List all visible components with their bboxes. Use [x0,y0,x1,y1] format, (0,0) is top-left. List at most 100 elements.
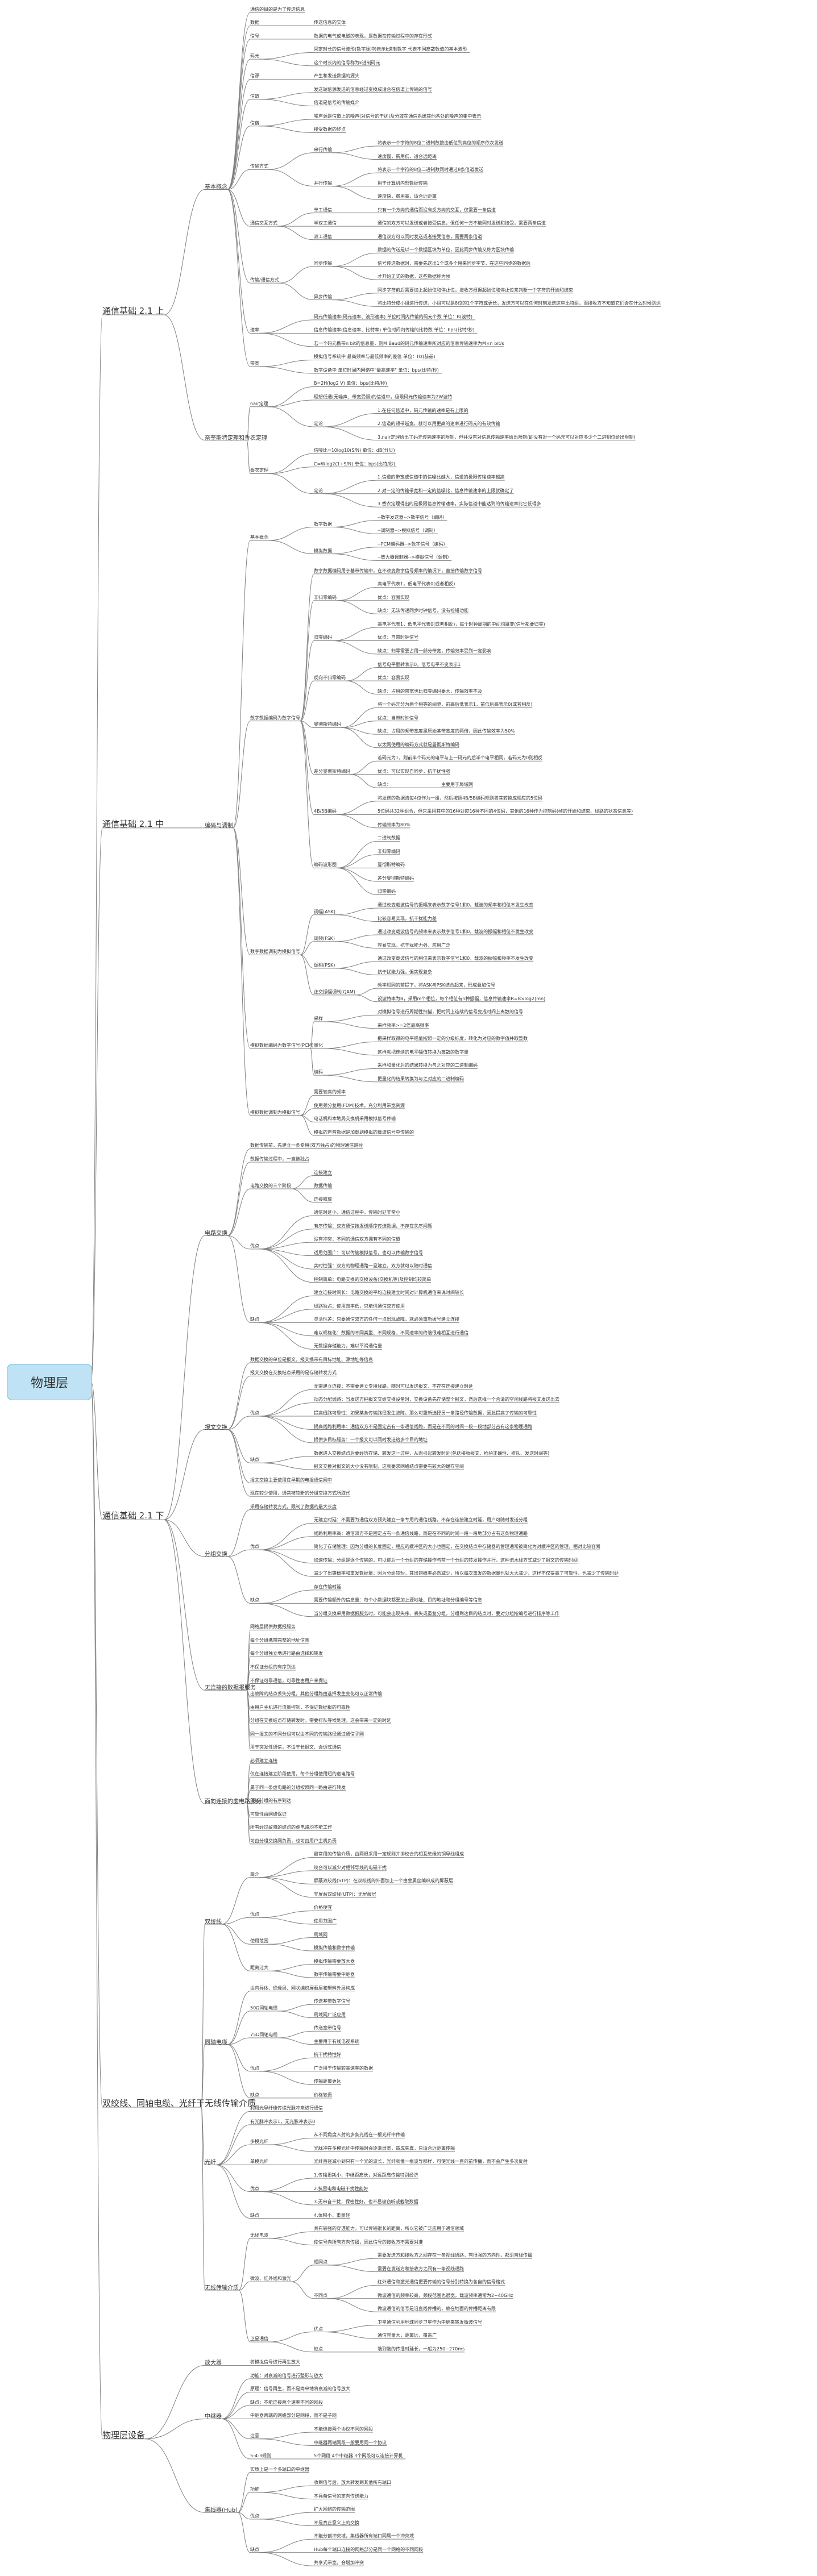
leaf-node: 提高线路利用率：通信双方不是固定占有一条通信线路，而是在不同的时间一段一段地部分… [314,1424,532,1429]
connector-line [355,994,378,1002]
leaf-node: 将发送的数据流每4位作为一组，然后按照4B/5B编码规则将其转换成相应的5位码 [378,795,543,801]
leaf-node: 数据传输前，先建立一条专用(双方独占)的物理通信路径 [250,1143,363,1148]
topic-node: 面向连接的虚电路服务 [205,1799,262,1805]
connector-line [221,1917,251,1925]
topic-node: 速率 [250,327,259,333]
connector-line [300,1095,314,1116]
connector-line [233,827,251,1116]
connector-line [268,1944,314,1951]
connector-line [268,1970,314,1978]
connector-line [90,314,103,1382]
leaf-node: 需要较高的频率 [314,1089,346,1095]
topic-node: nair定理 [250,401,268,406]
leaf-node: 3.香农定理得出的是极限信息传输速率，实际信道中能达到的传输速率比它低得多 [378,501,541,507]
leaf-node: 抗干扰特性好 [314,2052,341,2058]
topic-node: 编码 [314,1069,323,1075]
connector-line [259,1456,314,1463]
leaf-node: --数字发送器-->数字信号（编码） [378,514,447,520]
leaf-node: 2.信道的频带越宽，就可以用更高的速率进行码元的有效传输 [378,421,500,427]
connector-line [246,1670,251,1691]
leaf-node: 具有较强的穿透能力，可以传输很长的距离，所以它被广泛应用于通信领域 [314,2226,464,2232]
leaf-node: --调制器-->模拟信号（调制） [378,528,438,534]
leaf-node: 局域网 [314,1932,327,1937]
topic-node: 信源 [250,73,259,79]
topic-node: 双绞线 [205,1919,222,1925]
leaf-node: 同步字符前后需要加上起始位和停止位，接收方根据起始位和停止位来判断一个字符的开始… [378,287,573,293]
connector-line [259,1229,314,1250]
connector-line [221,1877,251,1925]
topic-node: 香农定理 [250,468,268,473]
leaf-node: 动态分配线路：当发送方把报文交给交换设备时，交换设备先存储整个报文，然后选择一个… [314,1397,559,1403]
branch-node: 双绞线、同轴电缆、光纤干无线传输介质 [102,2098,256,2108]
connector-line [336,840,378,868]
connector-line [215,2124,251,2165]
topic-node: 不同点 [314,2292,327,2298]
topic-node: 定论 [314,488,323,493]
connector-line [227,1375,251,1430]
connector-line [291,2265,314,2282]
leaf-node: 通过改变载波信号的频率来表示数字信号1和0，载波的振幅和相位不发生改变 [378,929,534,935]
topic-node: 50Ω同轴电缆 [250,2005,278,2011]
leaf-node: 数字数据编码用于基带传输中，在不改变数字信号频率的情况下，直接传输数字信号 [314,568,482,573]
connector-line [259,119,314,127]
connector-line [164,314,205,441]
leaf-node: 缺点：占用的频带宽度是原始基带宽度的两倍，因此传输效率为50% [378,729,515,734]
leaf-node: 差分曼彻斯特编码 [378,875,414,881]
connector-line [268,1937,314,1945]
connector-line [300,1115,314,1136]
leaf-node: 优点：自带时钟信号 [378,635,418,640]
connector-line [227,2044,251,2099]
connector-line [336,600,378,614]
connector-line [277,2011,314,2019]
leaf-node: 非归零编码 [378,848,400,854]
leaf-node: 高电平代表1，低电平代表0(或者相反)，每个时钟周期的中间均跳变(信号都要归零) [378,621,545,627]
leaf-node: 对模拟信号进行周期性扫描，把时间上连续的信号变成时间上离散的信号 [378,1009,523,1015]
topic-node: 放大器 [205,2360,222,2367]
connector-line [322,1041,378,1049]
connector-line [90,1381,103,2440]
leaf-node: 1.传输损耗小，中继距离长，对远距离传输特别经济 [314,2172,418,2178]
connector-line [310,1048,314,1076]
connector-line [277,226,314,240]
connector-line [227,1188,251,1236]
leaf-node: 将一个码元分为两个相等的间隔，前高后低表示1，前低后高表示0(或者相反) [378,702,533,708]
connector-line [259,2538,314,2553]
connector-line [268,399,314,407]
connector-line [268,152,314,170]
connector-line [259,1857,314,1878]
leaf-node: 不保证可靠通信，可靠性由用户来保证 [250,1678,327,1683]
leaf-node: 原理：信号再生，而不是简单地将衰减的信号放大 [250,2386,350,2392]
connector-line [335,914,378,922]
topic-node: 传输/通信方式 [250,277,279,283]
leaf-node: 用于突发性通信，不适于长报文、会话式通信 [250,1745,341,1750]
leaf-node: 优点：自带时钟信号 [378,715,418,721]
connector-line [246,440,251,474]
branch-node: 通信基础 2.1 上 [102,306,164,317]
topic-node: 无线传输介质 [205,2285,239,2291]
connector-line [227,1549,251,1557]
topic-node: 串行传输 [314,147,332,152]
leaf-node: 当分组交换采用数据报服务时，可能会出现失序、丢失或重复分组，分组到达目的结点时，… [314,1610,559,1616]
connector-line [259,1910,314,1918]
leaf-node: 灵活性差：只要通信双方的任何一点出现故障，就必须重新拨号建立连接 [314,1317,459,1322]
connector-line [246,1683,251,1691]
topic-node: 卫星通信 [250,2336,268,2342]
connector-line [259,1322,314,1337]
leaf-node: 频率相同的前提下，将ASK与PSK结合起来，形成叠加信号 [378,983,495,988]
connector-line [227,126,251,190]
leaf-node: 所有经过故障的结点的虚电路均不能工作 [250,1825,332,1830]
leaf-node: 发送端信源发送的信息经过变换成适合在信道上传输的信号 [314,86,432,92]
connector-line [291,1188,314,1203]
root-label: 物理层 [30,1376,68,1391]
leaf-node: 传送基带数字信号 [314,1999,350,2004]
connector-line [221,2405,251,2419]
topic-node: 使用范围 [250,1938,268,1944]
topic-node: 分组交换 [205,1551,227,1558]
connector-line [336,814,378,829]
leaf-node: 有光脉冲表示1，无光脉冲表示0 [250,2119,316,2124]
connector-line [336,854,378,868]
connector-line [259,52,314,60]
leaf-node: 实时性强：双方的物理通路一旦建立，双方就可以随时通信 [314,1263,432,1269]
connector-line [259,1295,314,1323]
topic-node: 无连接的数据报服务 [205,1685,256,1692]
